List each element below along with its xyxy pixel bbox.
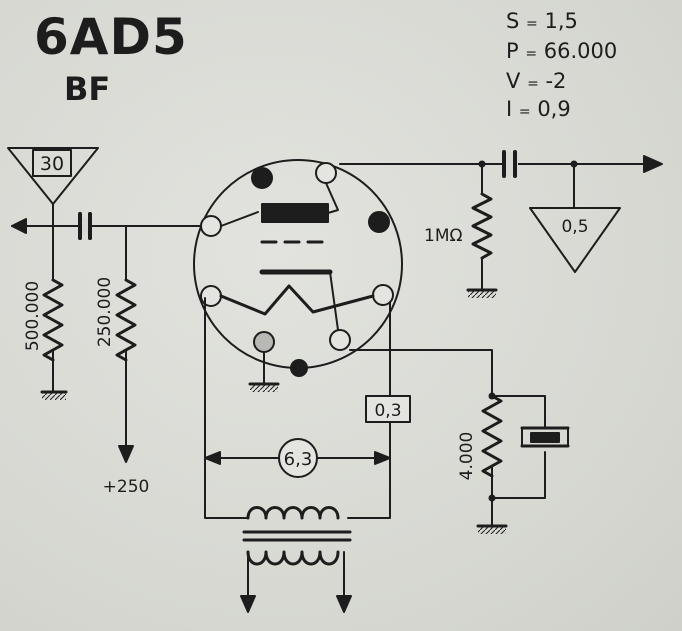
tube-subtitle: BF: [64, 70, 111, 108]
param-symbol: I: [506, 97, 513, 121]
pin-cathode: [329, 329, 351, 351]
supply-arrow-icon: [118, 445, 134, 463]
bias-resistor: [115, 278, 137, 362]
plate-resistor-label: 1MΩ: [424, 226, 462, 246]
pin-shield: [253, 331, 275, 353]
param-value: -2: [545, 69, 567, 93]
input-gain-box: [32, 149, 72, 177]
cathode-wire: [349, 349, 493, 397]
ground-icon: [468, 290, 496, 298]
pin-4: [368, 211, 390, 233]
plate-electrode: [261, 203, 329, 223]
param-sep: =: [518, 104, 531, 120]
input-arrow-icon: [11, 218, 27, 234]
arrow-left-icon: [204, 451, 221, 465]
pin-plate: [315, 162, 337, 184]
grid-resistor: [42, 278, 64, 362]
param-sep: =: [526, 16, 538, 32]
tube-key: [290, 359, 308, 377]
ground-icon: [42, 392, 66, 400]
param-sep: =: [525, 46, 538, 62]
param-value: 66.000: [543, 39, 618, 63]
pin-grid: [200, 215, 222, 237]
ground-icon: [478, 526, 506, 534]
heater-voltage-label: 6,3: [284, 449, 313, 470]
bias-resistor-label: 250.000: [95, 277, 115, 347]
plate-resistor: [471, 192, 493, 260]
ground-icon: [250, 384, 278, 392]
arrow-right-icon: [374, 451, 391, 465]
input-gain-label: 30: [40, 153, 64, 175]
param-s: S = 1,5: [506, 10, 578, 35]
input-gain-triangle: [7, 147, 99, 205]
param-symbol: P: [506, 39, 519, 63]
param-i: I = 0,9: [506, 98, 571, 123]
output-gain-triangle: [529, 207, 621, 273]
param-symbol: V: [506, 69, 521, 93]
param-value: 0,9: [537, 97, 571, 121]
cathode-resistor: [481, 394, 503, 478]
output-gain-label: 0,5: [561, 217, 588, 237]
param-sep: =: [527, 76, 539, 92]
output-arrow-icon: [643, 155, 663, 173]
transformer: [240, 506, 352, 613]
cathode-capacitor: [520, 426, 570, 448]
heater-filament: [219, 284, 375, 316]
heater-current-label: 0,3: [374, 401, 401, 421]
heater-voltage-circle: [278, 438, 318, 478]
pin-1: [251, 167, 273, 189]
heater-current-box: [365, 395, 411, 423]
param-symbol: S: [506, 9, 520, 33]
tube-envelope: [193, 159, 403, 369]
param-v: V = -2: [506, 70, 566, 95]
heater-wire-right: [347, 301, 391, 519]
param-value: 1,5: [544, 9, 578, 33]
supply-voltage-label: +250: [103, 477, 150, 497]
param-p: P = 66.000: [506, 40, 617, 65]
cathode-resistor-label: 4.000: [457, 432, 477, 481]
output-capacitor: [502, 150, 517, 178]
heater-wire-left: [204, 297, 249, 519]
tube-type-title: 6AD5: [34, 8, 188, 66]
grid-resistor-label: 500.000: [23, 281, 43, 351]
